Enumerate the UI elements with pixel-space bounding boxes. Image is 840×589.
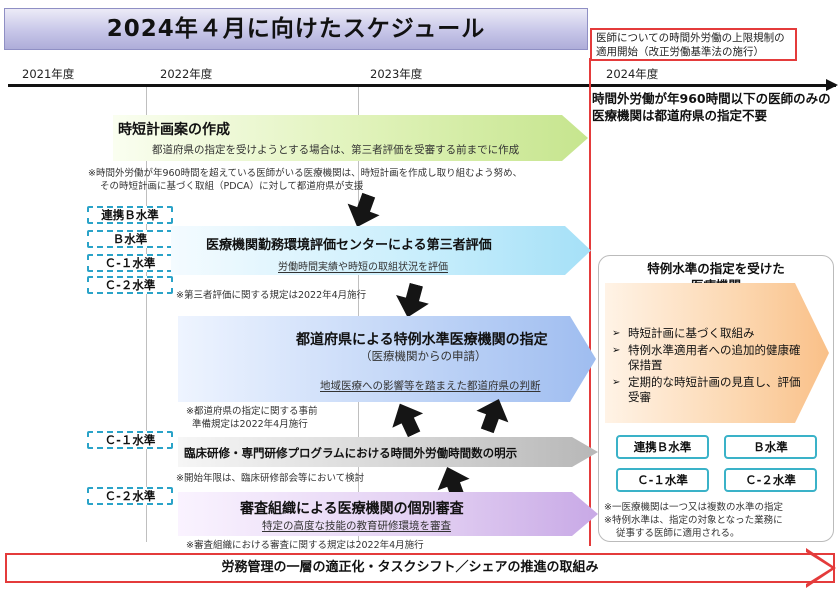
timeline-arrowhead [826, 79, 838, 91]
flow-arrow-down-2 [391, 280, 433, 322]
special-tag-renkei-b: 連携Ｂ水準 [616, 435, 709, 459]
enforcement-callout: 医師についての時間外労働の上限規制の適用開始（改正労働基準法の施行） [590, 28, 797, 61]
review-arrow [178, 492, 598, 536]
divider-2023 [358, 87, 359, 542]
review-note: ※審査組織における審査に関する規定は2022年4月施行 [186, 540, 424, 551]
designation-arrow [178, 316, 596, 402]
designation-sub2: 地域医療への影響等を踏まえた都道府県の判断 [320, 380, 541, 392]
flow-arrow-up-1 [384, 396, 429, 441]
review-title: 審査組織による医療機関の個別審査 [240, 501, 464, 517]
special-tag-b: Ｂ水準 [724, 435, 817, 459]
enforcement-line [589, 58, 591, 546]
bottom-arrow-box [5, 553, 835, 583]
review-sub: 特定の高度な技能の教育研修環境を審査 [262, 520, 451, 532]
year-2023: 2023年度 [370, 67, 423, 81]
special-tag-c2: Ｃ-２水準 [724, 468, 817, 492]
designation-title: 都道府県による特例水準医療機関の指定 [296, 332, 548, 348]
special-note-3: 従事する医師に適用される。 [616, 528, 740, 539]
tag-renkei-b: 連携Ｂ水準 [87, 206, 173, 224]
training-note: ※開始年限は、臨床研修部会等において検討 [176, 473, 365, 484]
timeline-axis [8, 84, 836, 87]
special-bullet-list: 時短計画に基づく取組み 特例水準適用者への追加的健康確保措置 定期的な時短計画の… [612, 326, 802, 407]
eval-note: ※第三者評価に関する規定は2022年4月施行 [176, 290, 367, 301]
eval-arrow [171, 226, 591, 275]
eval-sub: 労働時間実績や時短の取組状況を評価 [278, 262, 448, 273]
special-title-line-1: 特例水準の指定を受けた [647, 261, 785, 276]
plan-note-1: ※時間外労働が年960時間を超えている医師がいる医療機関は、時短計画を作成し取り… [88, 168, 523, 179]
page-title: 2024年４月に向けたスケジュール [106, 16, 486, 42]
year-2022: 2022年度 [160, 67, 213, 81]
plan-note-2: その時短計画に基づく取組（PDCA）に対して都道府県が支援 [100, 181, 364, 192]
divider-2022 [146, 87, 147, 542]
special-bullet: 時短計画に基づく取組み [612, 326, 802, 341]
bottom-initiative: 労務管理の一層の適正化・タスクシフト／シェアの推進の取組み [221, 560, 599, 575]
tag-c2-review: Ｃ-２水準 [87, 487, 173, 505]
plan-title: 時短計画案の作成 [118, 122, 230, 138]
eval-title: 医療機関勤務環境評価センターによる第三者評価 [206, 238, 492, 253]
year-2024: 2024年度 [606, 67, 659, 81]
special-tag-c1: Ｃ-１水準 [616, 468, 709, 492]
note-2024: 時間外労働が年960時間以下の医師のみの医療機関は都道府県の指定不要 [592, 91, 831, 123]
tag-c1: Ｃ-１水準 [87, 254, 173, 272]
plan-arrow [113, 115, 588, 161]
tag-c2: Ｃ-２水準 [87, 276, 173, 294]
training-arrow [178, 437, 598, 467]
training-title: 臨床研修・専門研修プログラムにおける時間外労働時間数の明示 [184, 446, 518, 460]
tag-b: Ｂ水準 [87, 230, 173, 248]
special-note-1: ※一医療機関は一つ又は複数の水準の指定 [604, 502, 783, 513]
special-note-2: ※特例水準は、指定の対象となった業務に [604, 515, 783, 526]
designation-note-2: 準備規定は2022年4月施行 [192, 419, 308, 430]
designation-note-1: ※都道府県の指定に関する事前 [186, 406, 318, 417]
year-2021: 2021年度 [22, 67, 75, 81]
special-bullet: 定期的な時短計画の見直し、評価受審 [612, 375, 802, 405]
designation-sub: （医療機関からの申請） [360, 349, 487, 363]
special-bullet: 特例水準適用者への追加的健康確保措置 [612, 343, 802, 373]
plan-sub: 都道府県の指定を受けようとする場合は、第三者評価を受審する前までに作成 [152, 144, 520, 156]
title-bar [4, 8, 588, 50]
tag-c1-training: Ｃ-１水準 [87, 431, 173, 449]
